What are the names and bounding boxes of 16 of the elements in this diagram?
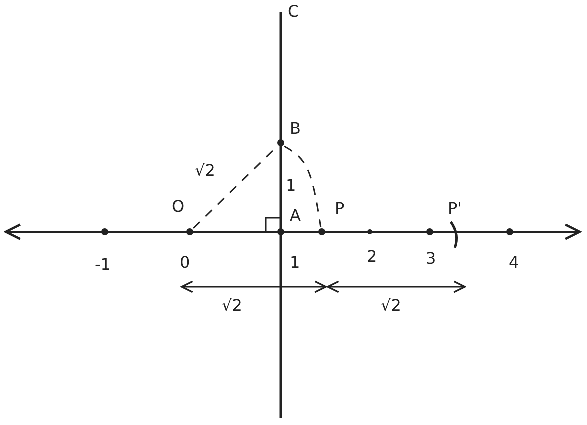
- tick-label: 4: [509, 254, 520, 272]
- line-label: C: [288, 3, 300, 21]
- point-label: O: [172, 198, 185, 216]
- point-label: B: [290, 120, 301, 138]
- tick-label: 0: [180, 254, 190, 272]
- tick-label: 2: [367, 248, 378, 266]
- length-label: 1: [286, 177, 296, 195]
- arc: [284, 146, 322, 228]
- length-label: √2: [222, 297, 242, 315]
- tick-label: -1: [95, 256, 111, 274]
- length-label: √2: [381, 297, 402, 315]
- point-label: P: [335, 200, 345, 218]
- tick-label: 3: [426, 250, 436, 268]
- tick-label: 1: [290, 254, 300, 272]
- point-label: P': [448, 200, 462, 218]
- point-label: A: [290, 207, 301, 225]
